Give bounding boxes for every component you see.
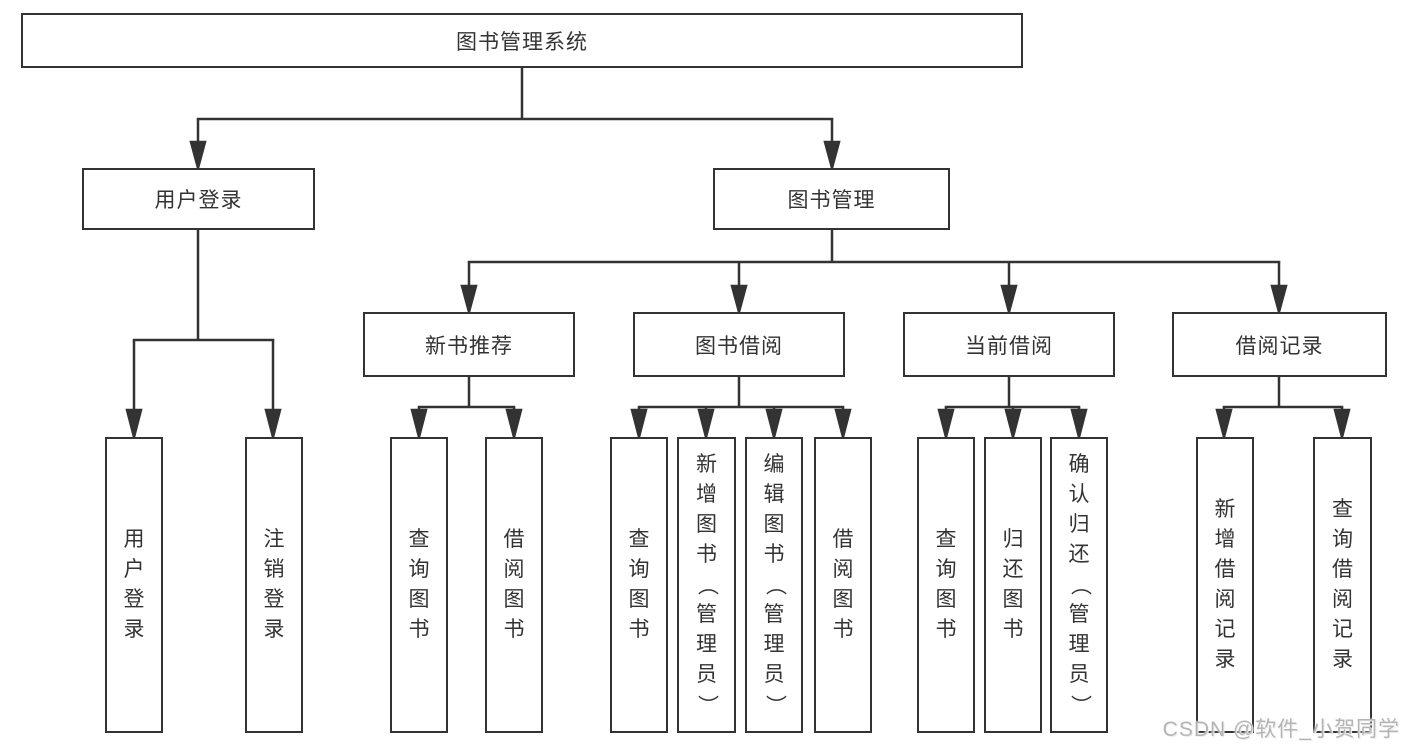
node-label: 借阅记录 (1235, 334, 1324, 358)
leaf-query-borrow-record: 查询借阅记录 (1313, 437, 1372, 733)
arrow-down-icon (1000, 284, 1018, 317)
connector-root-to-level2 (189, 68, 841, 173)
leaf-label: 归还图书 (1002, 528, 1024, 641)
leaf-return-books: 归还图书 (984, 437, 1042, 733)
arrow-down-icon (410, 408, 428, 442)
arrow-down-icon (505, 408, 523, 442)
arrow-down-icon (630, 408, 648, 442)
connector-book-mgmt-to-level3 (460, 230, 1288, 317)
leaf-query-books: 查询图书 (390, 437, 448, 733)
arrow-down-icon (937, 408, 955, 442)
arrow-down-icon (1004, 408, 1022, 442)
arrow-down-icon (730, 284, 748, 317)
arrow-down-icon (1333, 408, 1351, 442)
node-current-borrowing: 当前借阅 (903, 312, 1115, 377)
node-root-label: 图书管理系统 (456, 30, 588, 54)
arrow-down-icon (1270, 284, 1288, 317)
node-label: 图书借阅 (695, 334, 783, 358)
leaf-query-books: 查询图书 (610, 437, 668, 733)
leaf-query-books: 查询图书 (917, 437, 975, 733)
leaf-confirm-return-admin: 确认归还（管理员） (1050, 437, 1108, 733)
arrow-down-icon (823, 140, 841, 173)
leaf-label: 确认归还（管理员） (1068, 453, 1091, 716)
node-label: 图书管理 (787, 189, 876, 212)
node-root-system: 图书管理系统 (21, 13, 1023, 68)
leaf-logout: 注销登录 (245, 437, 303, 733)
node-borrowing-records: 借阅记录 (1172, 312, 1387, 377)
leaf-add-borrow-record: 新增借阅记录 (1196, 437, 1254, 733)
connector-book-borrow-to-leaves (630, 377, 852, 442)
leaf-borrow-books: 借阅图书 (814, 437, 872, 733)
leaf-borrow-books: 借阅图书 (485, 437, 543, 733)
arrow-down-icon (1215, 408, 1233, 442)
arrow-down-icon (1070, 408, 1088, 442)
node-label: 当前借阅 (965, 334, 1053, 358)
arrow-down-icon (834, 408, 852, 442)
leaf-label: 注销登录 (263, 528, 285, 641)
arrow-down-icon (697, 408, 715, 442)
leaf-label: 新增图书（管理员） (695, 453, 719, 716)
node-label: 用户登录 (154, 189, 243, 212)
leaf-label: 编辑图书（管理员） (763, 453, 786, 716)
leaf-label: 用户登录 (123, 528, 145, 641)
leaf-label: 借阅图书 (832, 528, 854, 641)
connector-current-borrow-to-leaves (937, 377, 1088, 442)
connector-new-books-to-leaves (410, 377, 523, 442)
leaf-add-books-admin: 新增图书（管理员） (677, 437, 736, 733)
leaf-label: 查询图书 (935, 528, 957, 641)
leaf-label: 查询图书 (408, 528, 430, 641)
watermark: CSDN @软件_小贺同学 (1162, 718, 1400, 741)
connector-borrow-records-to-leaves (1215, 377, 1351, 442)
arrow-down-icon (264, 408, 282, 442)
node-new-book-recommend: 新书推荐 (363, 312, 575, 377)
node-book-borrowing: 图书借阅 (633, 312, 845, 377)
node-user-login: 用户登录 (82, 168, 315, 230)
leaf-user-login: 用户登录 (105, 437, 163, 733)
leaf-label: 借阅图书 (503, 528, 525, 641)
node-label: 新书推荐 (425, 334, 513, 358)
leaf-label: 新增借阅记录 (1214, 498, 1236, 671)
node-book-management: 图书管理 (713, 168, 950, 230)
leaf-label: 查询借阅记录 (1332, 498, 1353, 671)
arrow-down-icon (125, 408, 143, 442)
connector-user-login-to-leaves (125, 230, 282, 442)
arrow-down-icon (460, 284, 478, 317)
arrow-down-icon (765, 408, 783, 442)
leaf-edit-books-admin: 编辑图书（管理员） (745, 437, 803, 733)
arrow-down-icon (189, 140, 207, 173)
leaf-label: 查询图书 (628, 528, 650, 641)
